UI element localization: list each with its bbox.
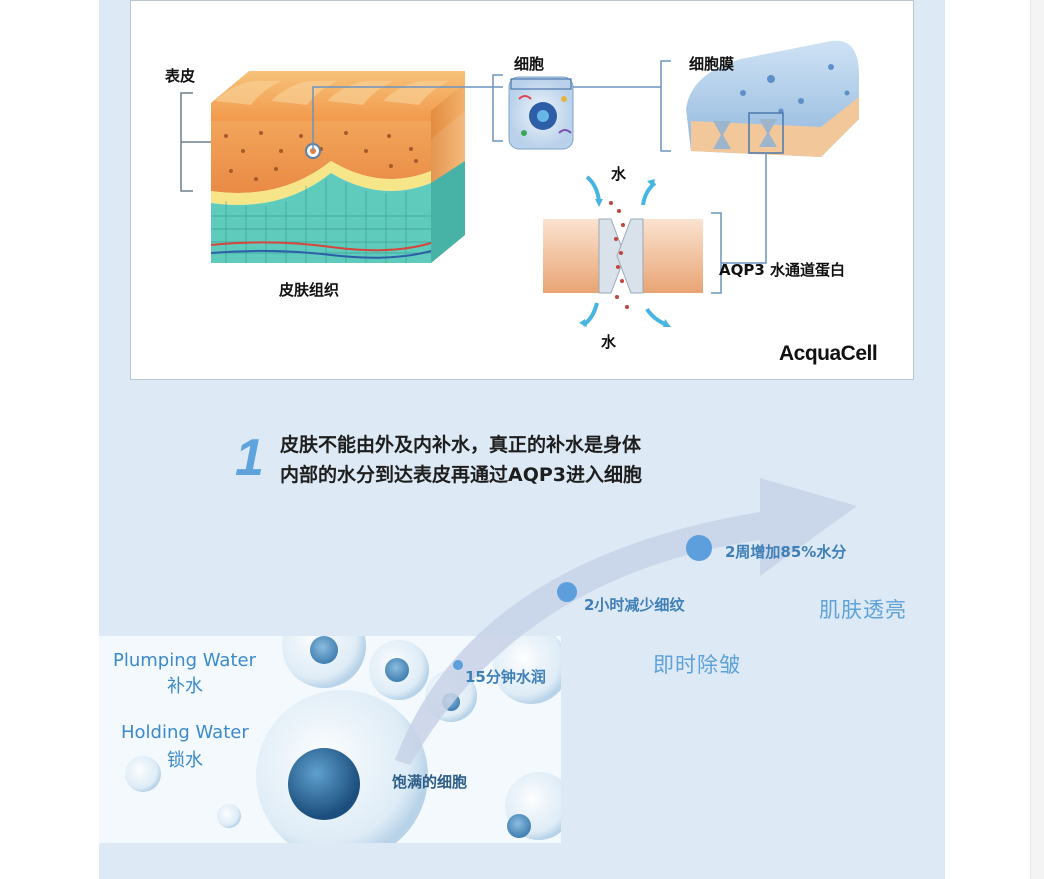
holding-water-cn-label: 锁水 [167, 750, 203, 771]
step-text-line1: 皮肤不能由外及内补水，真正的补水是身体 [280, 434, 642, 456]
membrane-illustration [686, 40, 859, 157]
diagram-artwork [180, 40, 859, 327]
step-number: 1 [235, 429, 264, 487]
step-text-line2: 内部的水分到达表皮再通过AQP3进入细胞 [280, 464, 643, 486]
aqp3-label: AQP3 水通道蛋白 [719, 261, 846, 279]
water-bottom-label: 水 [601, 333, 617, 351]
water-top-label: 水 [611, 165, 627, 183]
stage-label: 2周增加85%水分 [725, 543, 847, 561]
stage-label: 2小时减少细纹 [584, 596, 685, 614]
scrollbar-track[interactable] [1030, 0, 1044, 879]
skin-tissue-label: 皮肤组织 [279, 281, 340, 299]
result-label: 肌肤透亮 [819, 598, 907, 622]
stage-label: 15分钟水润 [465, 668, 546, 686]
cell-illustration [508, 76, 574, 150]
holding-water-label: Holding Water [121, 722, 249, 743]
skin-block [210, 71, 465, 263]
cell-label: 细胞 [514, 55, 545, 73]
epidermis-label: 表皮 [165, 67, 196, 85]
stage-label: 饱满的细胞 [392, 773, 468, 791]
result-label: 即时除皱 [653, 653, 741, 677]
cell-membrane-label: 细胞膜 [689, 55, 735, 73]
aqp3-diagram: 表皮 皮肤组织 细胞 细胞膜 水 水 AQP3 水通道蛋白 AcquaCell [130, 0, 914, 380]
acquacell-logo: AcquaCell [779, 342, 878, 365]
plumping-water-cn-label: 补水 [167, 676, 203, 697]
plumping-water-label: Plumping Water [113, 650, 256, 671]
aqp3-channel [543, 175, 703, 327]
